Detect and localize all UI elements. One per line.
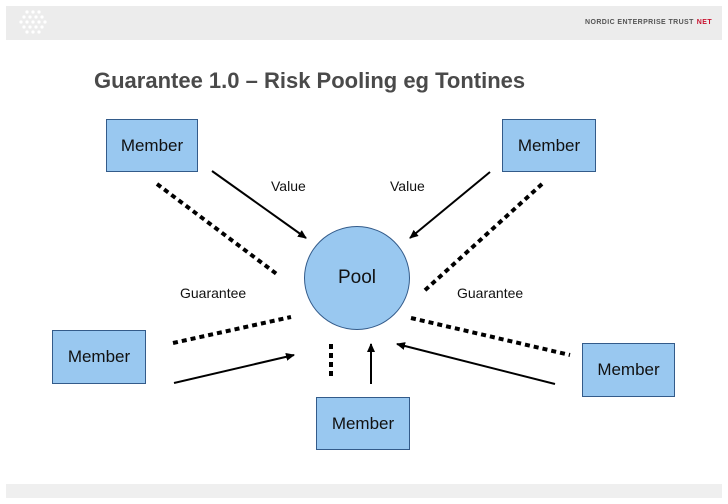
pool-node: Pool (304, 226, 410, 330)
brand-accent: NET (696, 19, 712, 26)
guarantee-label-right: Guarantee (457, 285, 524, 301)
member-node-top-left: Member (106, 119, 198, 172)
footer-bar (6, 484, 722, 498)
member-node-mid-right: Member (582, 343, 675, 397)
member-label: Member (517, 135, 581, 155)
guarantee-link-top-right (421, 182, 544, 294)
guarantee-link-top-left (155, 182, 280, 277)
value-label-right: Value (390, 178, 425, 194)
guarantee-link-mid-left (172, 315, 292, 345)
member-node-mid-left: Member (52, 330, 146, 384)
member-node-top-right: Member (502, 119, 596, 172)
slide-title: Guarantee 1.0 – Risk Pooling eg Tontines (94, 68, 526, 93)
dot-grid-logo-icon (19, 10, 47, 34)
value-arrow-top-left (211, 170, 307, 239)
member-label: Member (67, 347, 131, 366)
member-node-bottom: Member (316, 397, 410, 450)
value-arrow-mid-right (396, 342, 556, 385)
value-arrow-mid-left (173, 352, 295, 384)
guarantee-label-left: Guarantee (180, 285, 247, 301)
guarantee-link-mid-right (410, 316, 571, 357)
member-label: Member (331, 413, 395, 433)
pool-label: Pool (337, 267, 377, 288)
member-label: Member (120, 135, 184, 155)
member-label: Member (597, 360, 660, 379)
value-label-left: Value (271, 178, 306, 194)
brand-name: NORDIC ENTERPRISE TRUST (585, 19, 694, 26)
value-arrow-top-right (409, 171, 491, 239)
